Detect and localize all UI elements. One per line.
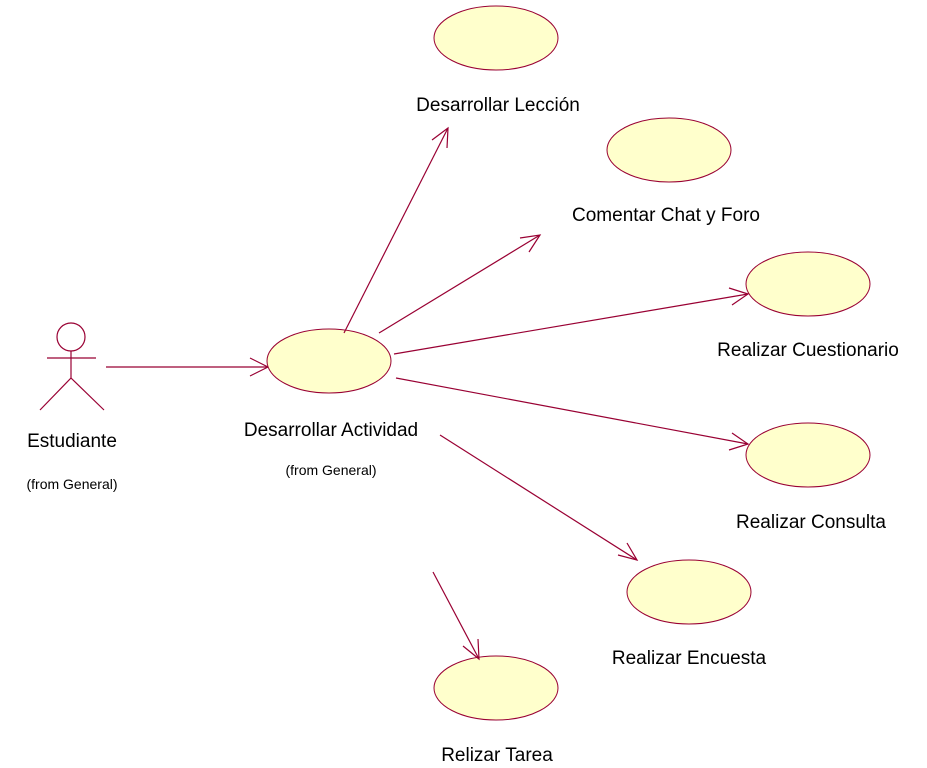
use-case-realizar-encuesta[interactable]: [626, 559, 752, 625]
use-case-label-realizar-cuestionario: Realizar Cuestionario: [717, 340, 899, 361]
use-case-label-comentar-chat-foro: Comentar Chat y Foro: [572, 205, 760, 226]
association-to-relizar-tarea: [432, 571, 480, 661]
use-case-desarrollar-leccion[interactable]: [433, 5, 559, 71]
association-actor-main: [106, 357, 270, 377]
use-case-realizar-consulta[interactable]: [745, 422, 871, 488]
actor-package: (from General): [26, 476, 117, 492]
use-case-label-realizar-consulta: Realizar Consulta: [736, 512, 886, 533]
association-to-realizar-consulta: [395, 377, 750, 451]
actor-estudiante[interactable]: [39, 322, 105, 411]
association-to-realizar-cuestionario: [393, 287, 750, 355]
use-case-label-relizar-tarea: Relizar Tarea: [441, 745, 553, 766]
use-case-relizar-tarea[interactable]: [433, 655, 559, 721]
use-case-package-desarrollar-actividad: (from General): [285, 462, 376, 478]
actor-head: [56, 322, 86, 352]
use-case-comentar-chat-foro[interactable]: [606, 117, 732, 183]
use-case-desarrollar-actividad[interactable]: [266, 328, 392, 394]
use-case-realizar-cuestionario[interactable]: [745, 251, 871, 317]
use-case-label-desarrollar-actividad: Desarrollar Actividad: [244, 420, 418, 441]
association-to-desarrollar-leccion: [343, 126, 449, 334]
use-case-label-desarrollar-leccion: Desarrollar Lección: [416, 95, 580, 116]
association-to-realizar-encuesta: [439, 434, 639, 561]
actor-name: Estudiante: [27, 431, 117, 452]
association-to-comentar-chat-foro: [378, 234, 542, 334]
actor-left-leg: [39, 377, 72, 411]
actor-right-leg: [70, 377, 105, 411]
use-case-label-realizar-encuesta: Realizar Encuesta: [612, 648, 767, 669]
